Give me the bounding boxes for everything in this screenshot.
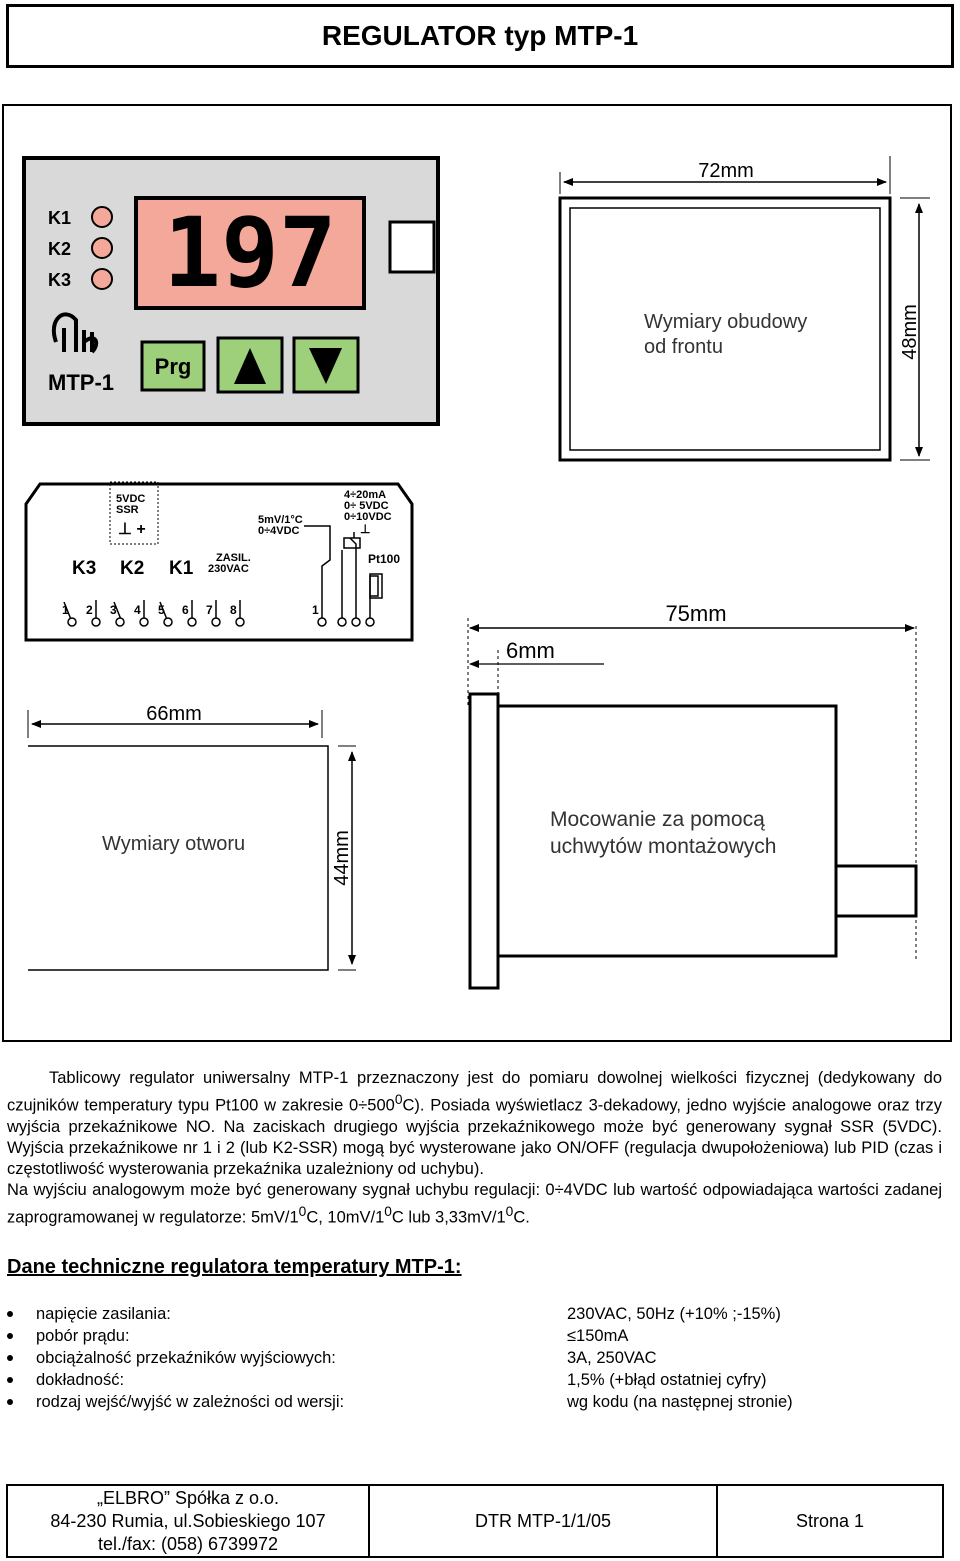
led-label-k2: K2 (48, 239, 71, 259)
page-number: Strona 1 (795, 1510, 865, 1531)
drawing-canvas: 197 K1 K2 K3 MTP-1 Prg 72mm 48mm Wymiary… (22, 156, 930, 990)
arrow-up-icon (234, 348, 266, 384)
list-item: napięcie zasilania:230VAC, 50Hz (+10% ;-… (7, 1303, 942, 1325)
svg-text:2: 2 (86, 603, 93, 617)
doc-id: DTR MTP-1/1/05 (474, 1510, 612, 1531)
svg-text:5: 5 (158, 603, 165, 617)
title-box: REGULATOR typ MTP-1 (6, 4, 954, 68)
svg-text:⊥ +: ⊥ + (118, 521, 146, 538)
front-caption-2: od frontu (644, 336, 723, 358)
cutout-caption: Wymiary otworu (102, 833, 245, 855)
length-75: 75mm (665, 601, 726, 626)
led-k1-icon (91, 206, 113, 228)
panel-side-tab (388, 220, 436, 274)
prg-button[interactable] (140, 340, 206, 392)
panel-model: MTP-1 (48, 370, 114, 395)
bullet-icon (7, 1399, 13, 1405)
footer-doc-cell: DTR MTP-1/1/05 (370, 1486, 718, 1556)
side-caption-1: Mocowanie za pomocą (550, 808, 765, 831)
intro-text: Tablicowy regulator uniwersalny MTP-1 pr… (7, 1068, 942, 1228)
svg-text:230VAC: 230VAC (208, 563, 249, 575)
svg-text:ZASIL.: ZASIL. (216, 552, 251, 564)
arrow-down-icon (309, 348, 342, 384)
bullet-icon (7, 1311, 13, 1317)
prg-label: Prg (155, 354, 192, 379)
svg-text:3: 3 (110, 603, 117, 617)
svg-text:1: 1 (62, 603, 69, 617)
cutout-dimensions: 66mm 44mm Wymiary otworu (27, 703, 356, 971)
led-label-k3: K3 (48, 270, 71, 290)
svg-text:0÷ 5VDC: 0÷ 5VDC (344, 500, 389, 512)
led-label-k1: K1 (48, 208, 71, 228)
side-caption-2: uchwytów montażowych (550, 835, 776, 858)
svg-text:8: 8 (230, 603, 237, 617)
elbro-logo (52, 312, 99, 354)
footer-page-cell: Strona 1 (718, 1486, 942, 1556)
svg-text:5VDC: 5VDC (116, 493, 145, 505)
svg-text:7: 7 (206, 603, 213, 617)
specs-heading: Dane techniczne regulatora temperatury M… (7, 1256, 462, 1278)
company-address: 84-230 Rumia, ul.Sobieskiego 107 (50, 1510, 326, 1531)
company-name: „ELBRO” Spółka z o.o. (96, 1487, 280, 1508)
footer-table: „ELBRO” Spółka z o.o. 84-230 Rumia, ul.S… (6, 1484, 944, 1558)
svg-text:0÷10VDC: 0÷10VDC (344, 511, 392, 523)
svg-text:SSR: SSR (116, 504, 139, 516)
display-value: 197 (163, 197, 336, 309)
svg-text:K2: K2 (120, 558, 144, 579)
svg-text:K1: K1 (169, 558, 194, 579)
svg-text:4: 4 (134, 603, 141, 617)
list-item: obciążalność przekaźników wyjściowych:3A… (7, 1347, 942, 1369)
svg-text:6: 6 (182, 603, 189, 617)
svg-text:K3: K3 (72, 558, 96, 579)
intro-paragraph-2: Na wyjściu analogowym może być generowan… (7, 1180, 942, 1227)
front-dimensions: 72mm 48mm Wymiary obudowy od frontu (558, 156, 930, 462)
page-title: REGULATOR typ MTP-1 (321, 20, 639, 51)
list-item: rodzaj wejść/wyjść w zależności od wersj… (7, 1391, 942, 1413)
company-phone: tel./fax: (058) 6739972 (97, 1533, 279, 1554)
led-display (134, 196, 366, 310)
list-item: dokładność:1,5% (+błąd ostatniej cyfry) (7, 1369, 942, 1391)
front-6: 6mm (506, 638, 555, 663)
height-48: 48mm (899, 304, 921, 360)
bullet-icon (7, 1377, 13, 1383)
svg-text:⊥: ⊥ (360, 522, 370, 536)
list-item: pobór prądu:≤150mA (7, 1325, 942, 1347)
footer-company-cell: „ELBRO” Spółka z o.o. 84-230 Rumia, ul.S… (8, 1486, 370, 1556)
led-k2-icon (91, 237, 113, 259)
height-44: 44mm (331, 830, 353, 886)
svg-text:0÷4VDC: 0÷4VDC (258, 525, 300, 537)
terminal-diagram: 5VDC SSR ⊥ + K3 K2 K1 ZASIL. 230VAC 5mV/… (24, 481, 414, 642)
led-k3-icon (91, 268, 113, 290)
front-panel: 197 K1 K2 K3 MTP-1 Prg (22, 156, 440, 426)
bullet-icon (7, 1333, 13, 1339)
specs-list: napięcie zasilania:230VAC, 50Hz (+10% ;-… (7, 1303, 942, 1413)
front-caption-1: Wymiary obudowy (644, 311, 807, 333)
side-view: 75mm 6mm Mocowanie za pomocą uchwytów mo… (467, 601, 918, 990)
svg-text:Pt100: Pt100 (368, 552, 400, 566)
width-66: 66mm (146, 703, 202, 725)
technical-drawing: 197 K1 K2 K3 MTP-1 Prg 72mm 48mm Wymiary… (2, 104, 952, 1042)
svg-text:1: 1 (312, 603, 319, 617)
width-72: 72mm (698, 160, 754, 182)
intro-paragraph-1: Tablicowy regulator uniwersalny MTP-1 pr… (7, 1069, 942, 1178)
svg-text:5mV/1°C: 5mV/1°C (258, 514, 303, 526)
svg-text:4÷20mA: 4÷20mA (344, 489, 386, 501)
bullet-icon (7, 1355, 13, 1361)
